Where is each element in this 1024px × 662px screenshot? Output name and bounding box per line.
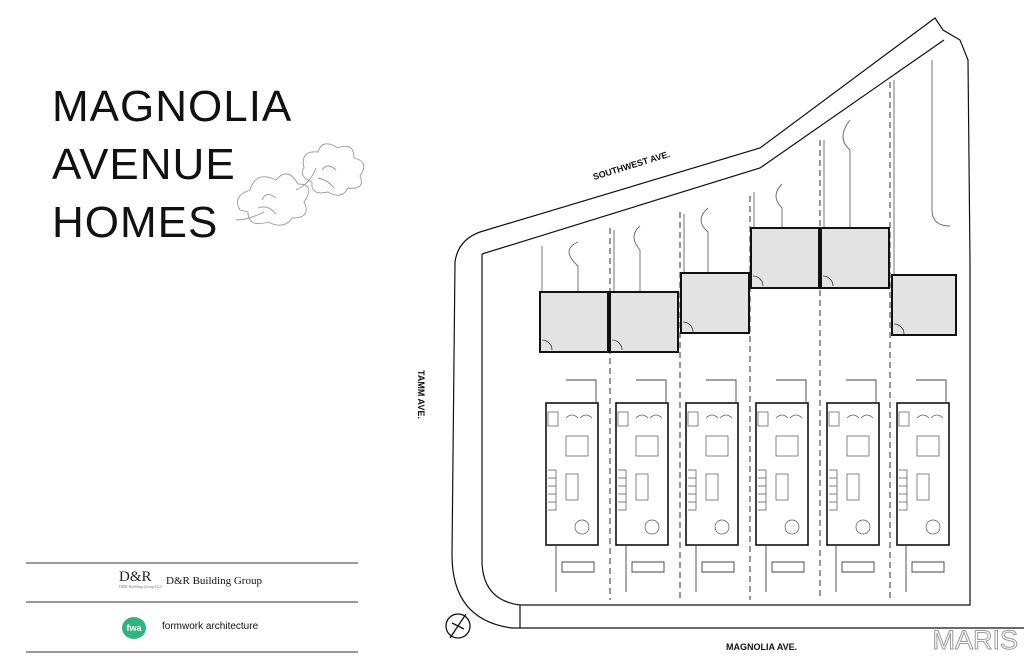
project-title: MAGNOLIA AVENUE HOMES xyxy=(52,78,292,252)
fwa-logo: fwa xyxy=(122,617,146,639)
unit-interior xyxy=(828,411,874,535)
title-line: HOMES xyxy=(52,198,219,247)
title-line: AVENUE xyxy=(52,140,236,189)
townhome-unit xyxy=(685,402,739,546)
garage xyxy=(609,291,679,353)
garage xyxy=(820,227,890,289)
title-line: MAGNOLIA xyxy=(52,82,293,131)
street-outline xyxy=(451,17,1024,629)
fwa-company-name: formwork architecture xyxy=(162,621,259,632)
garage xyxy=(539,291,609,353)
garages xyxy=(539,227,957,353)
garage xyxy=(680,272,750,334)
dr-company-name: D&R Building Group xyxy=(166,575,262,587)
dr-logo-mark: D&R xyxy=(119,569,152,585)
street-label-magnolia: MAGNOLIA AVE. xyxy=(726,642,797,652)
north-arrow-icon xyxy=(445,613,471,639)
unit-interiors xyxy=(547,411,944,535)
unit-interior xyxy=(898,411,944,535)
garage xyxy=(891,274,957,336)
unit-interior xyxy=(757,411,803,535)
unit-interior xyxy=(547,411,593,535)
magnolia-flower-icon xyxy=(235,143,365,226)
garage xyxy=(750,227,820,289)
street-label-tamm: TAMM AVE. xyxy=(416,370,426,419)
townhome-units xyxy=(545,402,950,546)
dr-logo-caption: D&R Building Group LLC xyxy=(119,584,163,589)
patios xyxy=(555,379,947,592)
street-label-southwest: SOUTHWEST AVE. xyxy=(592,149,671,182)
dr-logo: D&R D&R Building Group LLC xyxy=(119,569,162,589)
maris-watermark: MARIS xyxy=(932,625,1019,656)
driveways xyxy=(541,60,951,292)
unit-interior xyxy=(617,411,663,535)
garage-doors xyxy=(541,275,905,351)
unit-interior xyxy=(687,411,733,535)
